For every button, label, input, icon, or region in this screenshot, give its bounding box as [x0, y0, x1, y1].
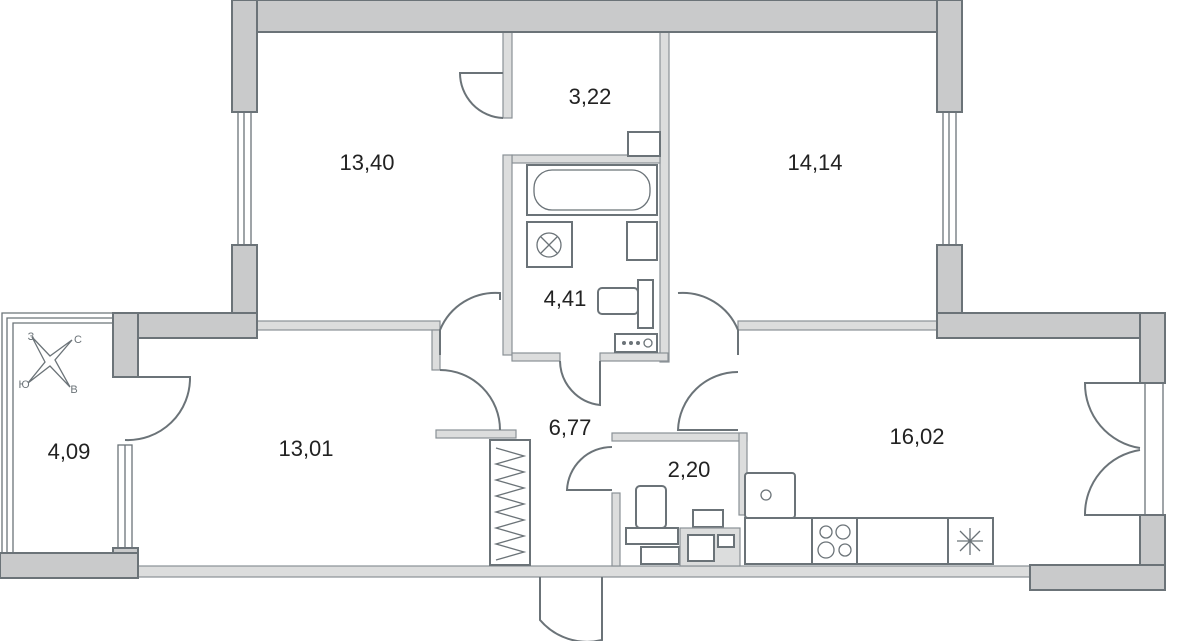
compass-south: Ю: [18, 379, 29, 391]
compass-north: С: [74, 334, 82, 346]
room-area-label: 13,40: [339, 150, 394, 175]
room-area-label: 16,02: [889, 424, 944, 449]
partitions: [137, 31, 1031, 578]
room-area-label: 14,14: [787, 150, 842, 175]
room-area-label: 4,41: [544, 286, 587, 311]
compass: З С Ю В: [18, 331, 82, 396]
outer-walls: [0, 0, 1166, 591]
compass-icon: [27, 336, 73, 388]
windows: [117, 111, 1164, 549]
compass-east: В: [70, 384, 77, 396]
room-area-label: 3,22: [569, 84, 612, 109]
room-area-label: 4,09: [48, 439, 91, 464]
room-area-label: 13,01: [278, 436, 333, 461]
compass-west: З: [28, 331, 35, 343]
room-area-label: 6,77: [549, 415, 592, 440]
balcony-outline: [1, 312, 113, 553]
fixtures: [489, 131, 994, 567]
room-area-label: 2,20: [668, 457, 711, 482]
